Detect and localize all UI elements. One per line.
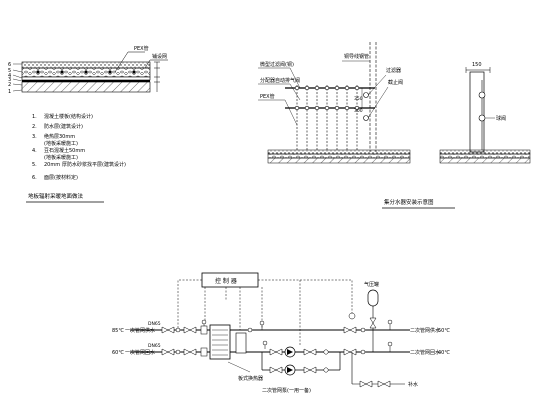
- primary-valves: [161, 319, 208, 357]
- heating-pipes: [36, 70, 136, 74]
- expansion-tank: 气压罐: [364, 281, 379, 352]
- filter-valve-icon: [363, 92, 369, 98]
- return-out-label: 二次管网回水: [410, 349, 440, 356]
- secondary-pumps: 二次管网泵(一用一备): [261, 340, 341, 394]
- manifold-top-label: 铜导线钢管: [344, 53, 369, 60]
- dn-label-supply: DN65: [148, 321, 161, 327]
- legend-text: 厚防水砂浆找平层(建筑设计): [62, 161, 126, 168]
- manifold-dim-2: 300: [354, 108, 363, 114]
- stop-valve-icon: [363, 115, 369, 121]
- manifold-left-label-1: 微型过滤阀(铜): [260, 61, 294, 68]
- manifold-side-view: 150 球阀: [439, 62, 531, 164]
- makeup-water: 补水: [351, 352, 418, 388]
- floor-section-detail: PEX管 铺设网 6 5 4 3 2 1 1. 混凝土楼板(结构设计): [8, 45, 168, 203]
- side-valve-label: 球阀: [496, 115, 506, 122]
- pump-icon: [287, 349, 293, 355]
- edge-label: 铺设网: [152, 53, 167, 60]
- temp-in-supply: 85℃: [112, 328, 124, 334]
- supply-in-label: 一次管网供水: [125, 327, 155, 334]
- expansion-tank-label: 气压罐: [364, 281, 379, 288]
- system-schematic: 控 制 器 板式换热器: [112, 272, 450, 394]
- pump-icon: [287, 367, 293, 373]
- return-in-label: 一次管网回水: [125, 349, 155, 356]
- layer-number: 2: [8, 82, 11, 88]
- manifold-branches: [294, 85, 360, 150]
- temp-out-return: 40℃: [438, 350, 450, 356]
- legend-num: 5.: [32, 162, 37, 168]
- layer-numbers: 6 5 4 3 2 1: [8, 62, 23, 95]
- legend-num: 1.: [32, 114, 37, 120]
- legend-text: 绝热层30mm: [44, 133, 75, 140]
- manifold-filter-label: 过滤器: [386, 67, 401, 74]
- legend-text: 20mm: [44, 162, 60, 168]
- manifold-left-label-2: 分配器自动排气阀: [260, 77, 300, 84]
- legend-text: 面层(按材料定): [44, 174, 78, 181]
- manifold-detail: 微型过滤阀(铜) 分配器自动排气阀 PEX管 铜导线钢管 过滤器 截止阀 350…: [258, 42, 531, 209]
- heat-exchanger: [209, 324, 231, 360]
- layer-surface: [21, 61, 151, 69]
- pipe-label: PEX管: [134, 45, 149, 52]
- layer-number: 5: [8, 68, 11, 74]
- legend-text: 防水层(建筑设计): [44, 123, 83, 130]
- legend-num: 2.: [32, 124, 37, 130]
- layer-number: 3: [8, 77, 11, 83]
- manifold-stopvalve-label: 截止阀: [388, 79, 403, 86]
- layer-number: 1: [8, 89, 11, 95]
- layer-number: 4: [8, 73, 11, 79]
- side-valve-icon: [478, 91, 486, 99]
- legend-num: 4.: [32, 148, 37, 154]
- manifold-title: 集分水器安装示意图: [384, 198, 434, 206]
- temp-out-supply: 50℃: [438, 328, 450, 334]
- layer-legend: 1. 混凝土楼板(结构设计) 2. 防水层(建筑设计) 3. 绝热层30mm (…: [32, 113, 126, 181]
- controller-label: 控 制 器: [215, 277, 237, 285]
- secondary-supply-valves: [247, 312, 393, 356]
- legend-text: 豆石混凝土50mm: [44, 147, 85, 154]
- layer-number: 6: [8, 62, 11, 68]
- pumps-label: 二次管网泵(一用一备): [262, 387, 311, 394]
- layer-insulation: [21, 76, 151, 81]
- section-title: 地板辐射采暖地面做法: [28, 192, 84, 200]
- legend-text: (地板采暖施工): [44, 140, 78, 147]
- legend-num: 6.: [32, 175, 37, 181]
- legend-text: 混凝土楼板(结构设计): [44, 113, 93, 120]
- side-valve-icon: [478, 114, 486, 122]
- legend-text: (地板采暖施工): [44, 154, 78, 161]
- manifold-dim-1: 350: [354, 96, 363, 102]
- supply-out-label: 二次管网供水: [410, 327, 440, 334]
- temp-in-return: 60℃: [112, 350, 124, 356]
- layer-slab: [21, 81, 151, 93]
- layer-waterproof: [22, 80, 150, 82]
- heat-exchanger-label: 板式换热器: [238, 375, 263, 382]
- makeup-label: 补水: [408, 381, 418, 388]
- legend-num: 3.: [32, 134, 37, 140]
- manifold-left-label-3: PEX管: [260, 93, 275, 100]
- dn-label-return: DN65: [148, 343, 161, 349]
- side-dim: 150: [472, 62, 482, 68]
